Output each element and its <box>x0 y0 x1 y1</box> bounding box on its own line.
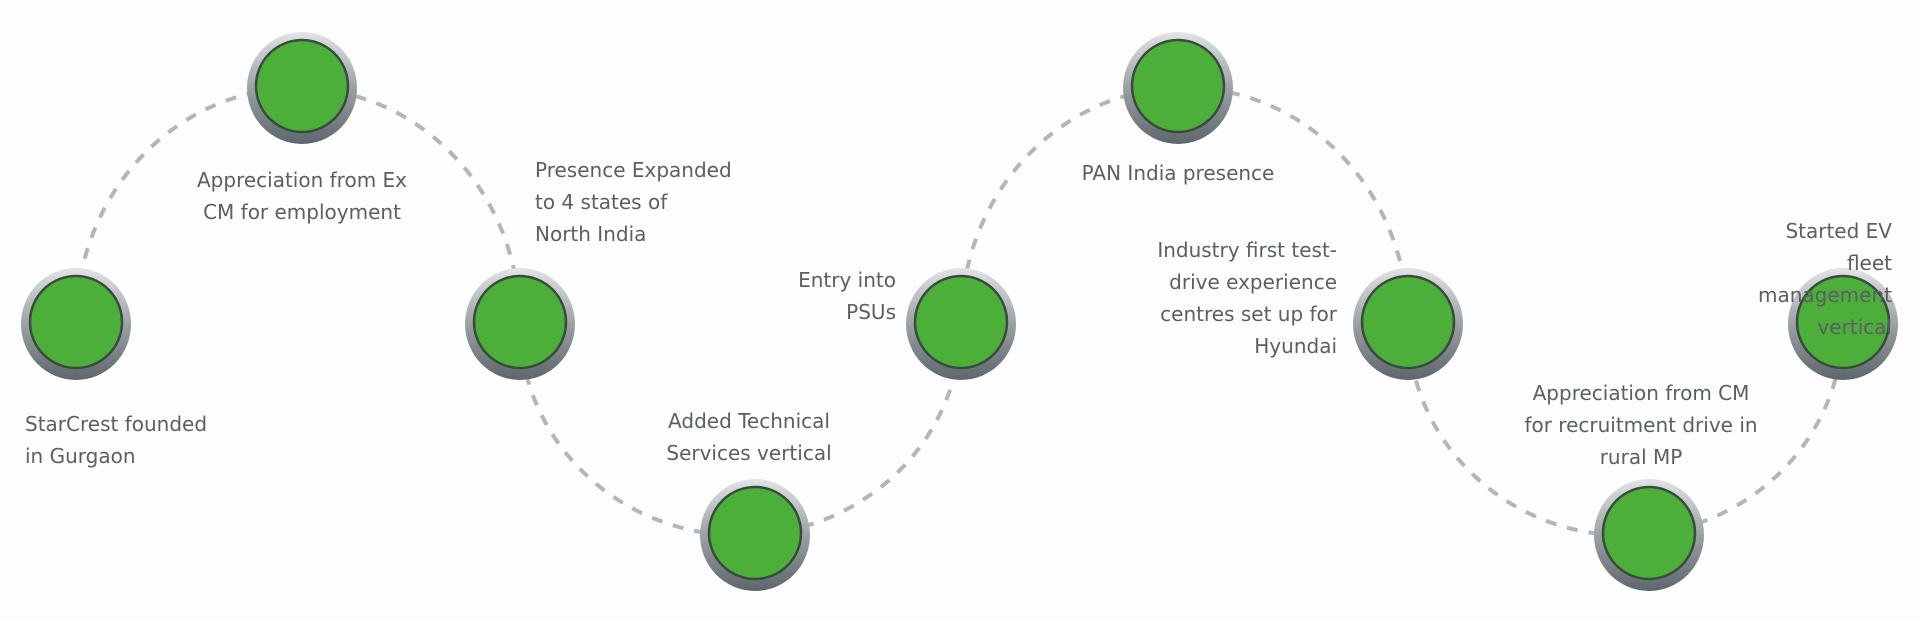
milestone-label-8: Appreciation from CM for recruitment dri… <box>1524 381 1758 469</box>
node-dot <box>1360 274 1456 370</box>
node-dot <box>254 38 350 134</box>
milestone-node-5 <box>906 268 1016 380</box>
milestone-label-3: Presence Expanded to 4 states of North I… <box>535 158 732 246</box>
node-dot <box>913 274 1009 370</box>
milestone-label-4: Added Technical Services vertical <box>666 409 832 465</box>
milestone-node-6 <box>1123 32 1233 144</box>
node-dot <box>472 274 568 370</box>
node-dot <box>707 485 803 581</box>
milestone-label-6: PAN India presence <box>1081 161 1275 185</box>
milestone-node-1 <box>21 268 131 380</box>
milestone-node-4 <box>700 479 810 591</box>
node-dot <box>1601 485 1697 581</box>
node-dot <box>1130 38 1226 134</box>
milestone-label-7: Industry first test- drive experience ce… <box>1157 238 1337 358</box>
milestone-node-8 <box>1594 479 1704 591</box>
milestone-node-3 <box>465 268 575 380</box>
milestone-node-9 <box>1788 268 1898 380</box>
milestone-node-2 <box>247 32 357 144</box>
milestone-label-1: StarCrest founded in Gurgaon <box>25 412 208 468</box>
milestone-node-7 <box>1353 268 1463 380</box>
milestone-label-5: Entry into PSUs <box>798 268 896 324</box>
timeline-connector <box>74 85 1845 538</box>
node-dot <box>1795 274 1891 370</box>
milestone-label-2: Appreciation from Ex CM for employment <box>196 168 408 224</box>
milestone-label-9: Started EV fleet management vertical <box>1758 219 1892 339</box>
node-dot <box>28 274 124 370</box>
